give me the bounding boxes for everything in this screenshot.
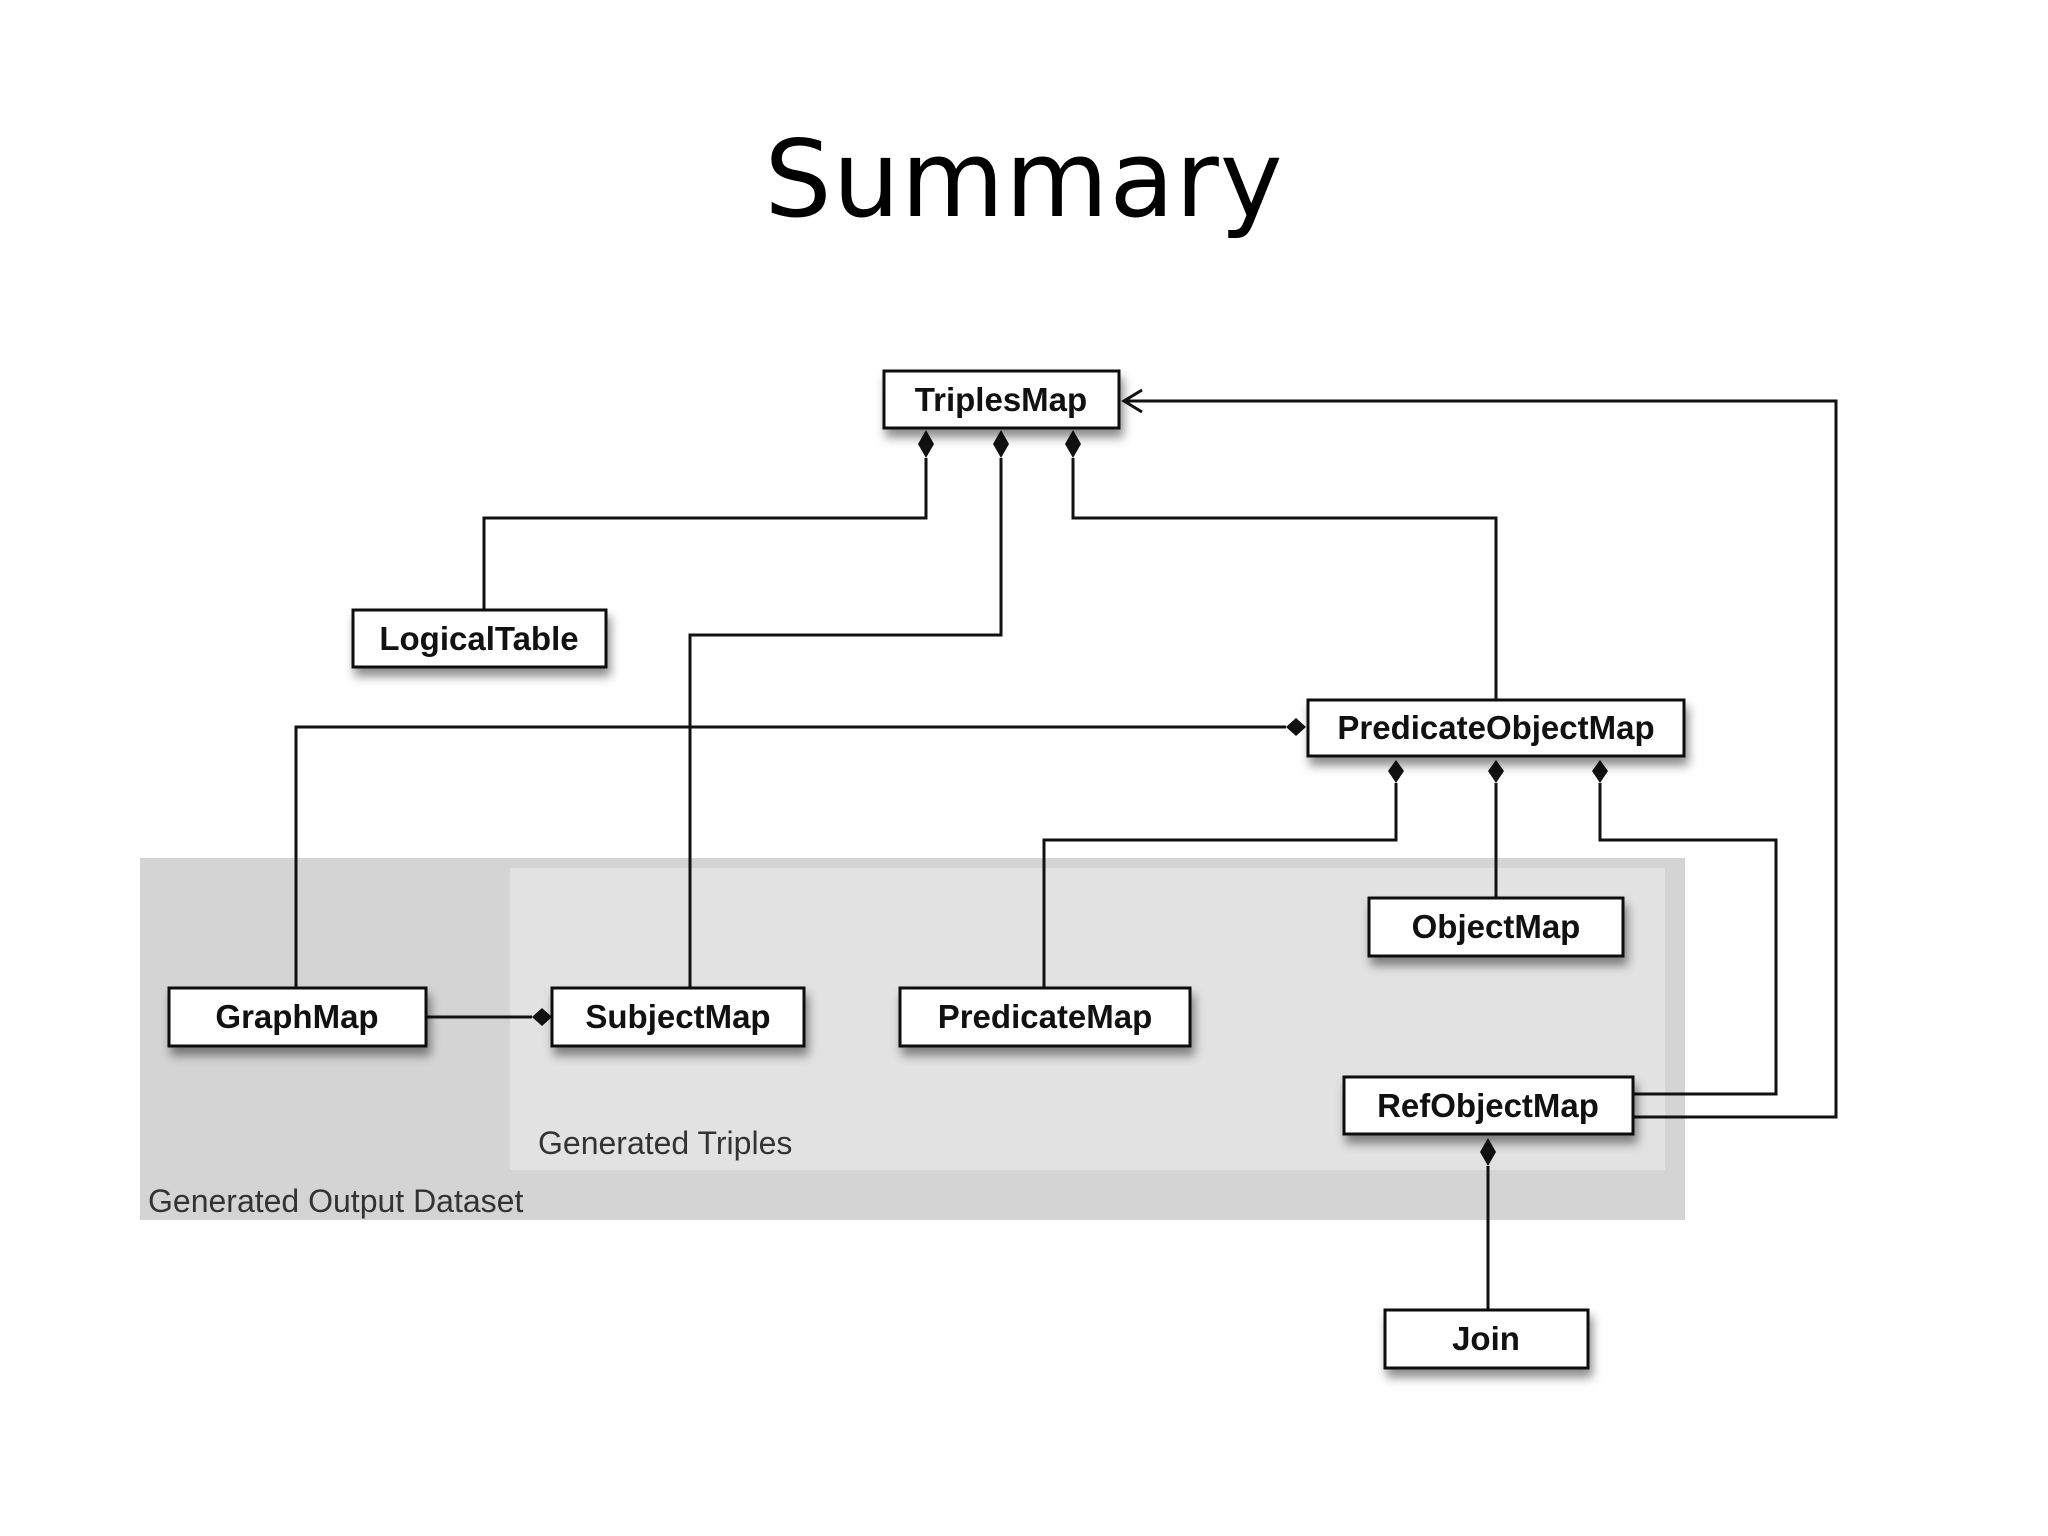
node-label: TriplesMap bbox=[915, 381, 1087, 418]
connector-triplesmap-predicateobjectmap bbox=[1071, 458, 1498, 700]
diamond-icon bbox=[1488, 760, 1504, 783]
node-objectmap: ObjectMap bbox=[1367, 896, 1625, 958]
node-refobjectmap: RefObjectMap bbox=[1342, 1075, 1635, 1136]
diamond-icon bbox=[1388, 760, 1404, 783]
node-label: PredicateMap bbox=[938, 998, 1153, 1035]
connector-triplesmap-logicaltable bbox=[482, 458, 928, 610]
diamond-icon bbox=[993, 430, 1009, 458]
connector-predicateobjectmap-refobjectmap bbox=[1598, 783, 1778, 1096]
node-label: PredicateObjectMap bbox=[1337, 709, 1654, 746]
node-predicateobjectmap: PredicateObjectMap bbox=[1306, 698, 1686, 758]
triples-region-label: Generated Triples bbox=[538, 1125, 792, 1161]
node-label: Join bbox=[1452, 1320, 1520, 1357]
connectors bbox=[294, 399, 1838, 1310]
node-logicaltable: LogicalTable bbox=[351, 608, 608, 669]
connector-refobjectmap-triplesmap bbox=[1124, 399, 1838, 1119]
output-dataset-label: Generated Output Dataset bbox=[148, 1183, 523, 1219]
node-label: RefObjectMap bbox=[1377, 1087, 1599, 1124]
diamond-icon bbox=[1286, 718, 1306, 736]
node-subjectmap: SubjectMap bbox=[550, 986, 806, 1048]
node-join: Join bbox=[1383, 1308, 1590, 1370]
node-label: LogicalTable bbox=[379, 620, 578, 657]
connector-predicateobjectmap-predicatemap bbox=[1042, 783, 1398, 988]
connector-predicateobjectmap-graphmap bbox=[294, 725, 1286, 988]
slide-title: Summary bbox=[764, 118, 1284, 241]
composition-diamonds bbox=[532, 430, 1608, 1166]
node-label: ObjectMap bbox=[1412, 908, 1581, 945]
open-arrowhead-icon bbox=[1121, 388, 1143, 414]
diamond-icon bbox=[532, 1008, 552, 1026]
node-label: GraphMap bbox=[215, 998, 378, 1035]
node-triplesmap: TriplesMap bbox=[882, 369, 1121, 430]
diamond-icon bbox=[1592, 760, 1608, 783]
diamond-icon bbox=[1480, 1138, 1496, 1166]
node-graphmap: GraphMap bbox=[167, 986, 428, 1048]
diamond-icon bbox=[918, 430, 934, 458]
connector-triplesmap-subjectmap bbox=[688, 458, 1003, 988]
diamond-icon bbox=[1065, 430, 1081, 458]
node-label: SubjectMap bbox=[585, 998, 770, 1035]
node-predicatemap: PredicateMap bbox=[898, 986, 1192, 1048]
